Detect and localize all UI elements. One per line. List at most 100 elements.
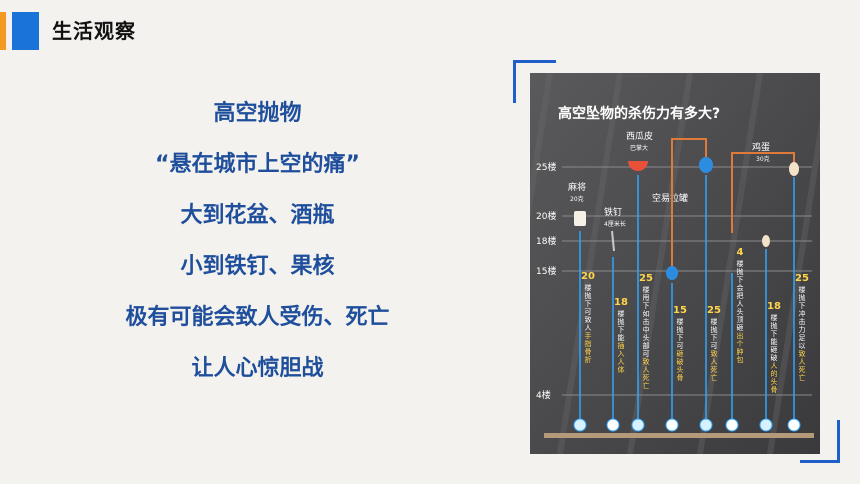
drop-char: 下 (711, 334, 718, 342)
drop-char: 楼 (643, 285, 650, 294)
drop-char: 可 (585, 308, 592, 316)
drop-char: 可 (643, 350, 650, 358)
drop-char: 甩 (643, 294, 650, 302)
drop-char: 冲 (799, 309, 806, 318)
infographic-image: 高空坠物的杀伤力有多大? 25楼 20楼 18楼 15楼 4楼 麻将 20克 铁… (530, 73, 820, 454)
header-accent-blue (12, 12, 39, 50)
impact-icon (725, 418, 739, 432)
floor-label-18: 18楼 (536, 235, 556, 247)
impact-icon (699, 418, 713, 432)
drop-char: 抛 (799, 293, 806, 302)
drop-char: 死 (799, 366, 806, 374)
drop-char: 楼 (585, 283, 592, 292)
body-text: 高空抛物 “悬在城市上空的痛” 大到花盆、酒瓶 小到铁钉、果核 极有可能会致人受… (60, 88, 455, 394)
drop-char: 砸 (677, 350, 684, 358)
drop-char: 入 (618, 350, 625, 358)
floor-label-25: 25楼 (536, 161, 556, 173)
text-line-3: 大到花盆、酒瓶 (180, 203, 335, 228)
drop-char: 折 (585, 355, 592, 364)
impact-icon (787, 418, 801, 432)
infographic-title: 高空坠物的杀伤力有多大? (558, 105, 720, 122)
egg-icon (789, 162, 799, 176)
drop-number: 18 (767, 301, 781, 312)
drop-char: 致 (643, 357, 650, 366)
object-label-watermelon: 西瓜皮 (626, 130, 653, 142)
floor-label-20: 20楼 (536, 210, 556, 222)
drop-char: 足 (799, 334, 806, 342)
drop-char: 抛 (771, 321, 778, 330)
drop-char: 骨 (585, 348, 592, 356)
egg-icon-18 (762, 235, 770, 247)
drop-char: 头 (771, 377, 778, 386)
drop-char: 击 (643, 317, 650, 326)
drop-char: 楼 (677, 317, 684, 326)
drop-char: 人 (585, 324, 592, 332)
object-label-egg: 鸡蛋 (752, 141, 770, 153)
text-line-6: 让人心惊胆战 (191, 356, 324, 381)
drop-char: 可 (711, 342, 718, 350)
drop-char: 亡 (643, 381, 650, 390)
drop-char: 下 (799, 302, 806, 310)
can-icon (699, 157, 713, 173)
drop-char: 致 (711, 349, 718, 358)
drop-char: 下 (737, 276, 744, 284)
drop-char: 抛 (618, 317, 625, 326)
text-line-4: 小到铁钉、果核 (180, 254, 335, 279)
drop-char: 头 (737, 307, 744, 316)
ground-strip (544, 433, 814, 438)
impact-icon (665, 418, 679, 432)
text-line-1: 高空抛物 (213, 101, 302, 126)
nail-icon (611, 230, 615, 252)
drop-char: 抛 (585, 291, 592, 300)
drop-char: 破 (677, 357, 684, 366)
drop-number: 4 (737, 247, 744, 258)
drop-char: 砸 (737, 324, 744, 332)
drop-number: 18 (614, 297, 628, 308)
drop-char: 致 (585, 315, 592, 324)
drop-char: 以 (799, 342, 806, 350)
drop-char: 如 (643, 309, 650, 318)
text-line-2: “悬在城市上空的痛” (155, 152, 360, 177)
drop-char: 人 (643, 366, 650, 374)
drop-char: 人 (799, 358, 806, 366)
drop-char: 抛 (677, 325, 684, 334)
drop-char: 死 (643, 374, 650, 382)
drop-char: 下 (643, 302, 650, 310)
drop-char: 楼 (799, 285, 806, 294)
drop-char: 亡 (711, 373, 718, 382)
drop-char: 下 (585, 300, 592, 308)
object-label-can: 空易拉罐 (652, 192, 688, 204)
drop-char: 的 (771, 369, 778, 378)
impact-icon (573, 418, 587, 432)
object-note-nail: 4厘米长 (604, 220, 626, 228)
floor-label-4: 4楼 (536, 389, 551, 401)
impact-icon (631, 418, 645, 432)
drop-char: 骨 (771, 386, 778, 394)
drop-char: 楼 (737, 259, 744, 268)
drop-char: 会 (737, 283, 744, 292)
drop-char: 抛 (711, 325, 718, 334)
drop-char: 肿 (737, 347, 744, 356)
drop-char: 人 (711, 358, 718, 366)
drop-char: 人 (737, 300, 744, 308)
drop-char: 砸 (771, 346, 778, 354)
drop-char: 楼 (618, 309, 625, 318)
drop-char: 力 (799, 325, 806, 334)
infographic-background (530, 73, 820, 454)
drop-char: 亡 (799, 373, 806, 382)
impact-icon (606, 418, 620, 432)
drop-char: 可 (677, 342, 684, 350)
drop-number: 15 (673, 305, 687, 316)
header-accent-orange (0, 12, 6, 50)
drop-char: 人 (771, 362, 778, 370)
drop-char: 头 (677, 365, 684, 374)
object-label-nail: 铁钉 (604, 206, 622, 218)
drop-char: 把 (737, 291, 744, 300)
can-icon-15 (666, 266, 678, 280)
